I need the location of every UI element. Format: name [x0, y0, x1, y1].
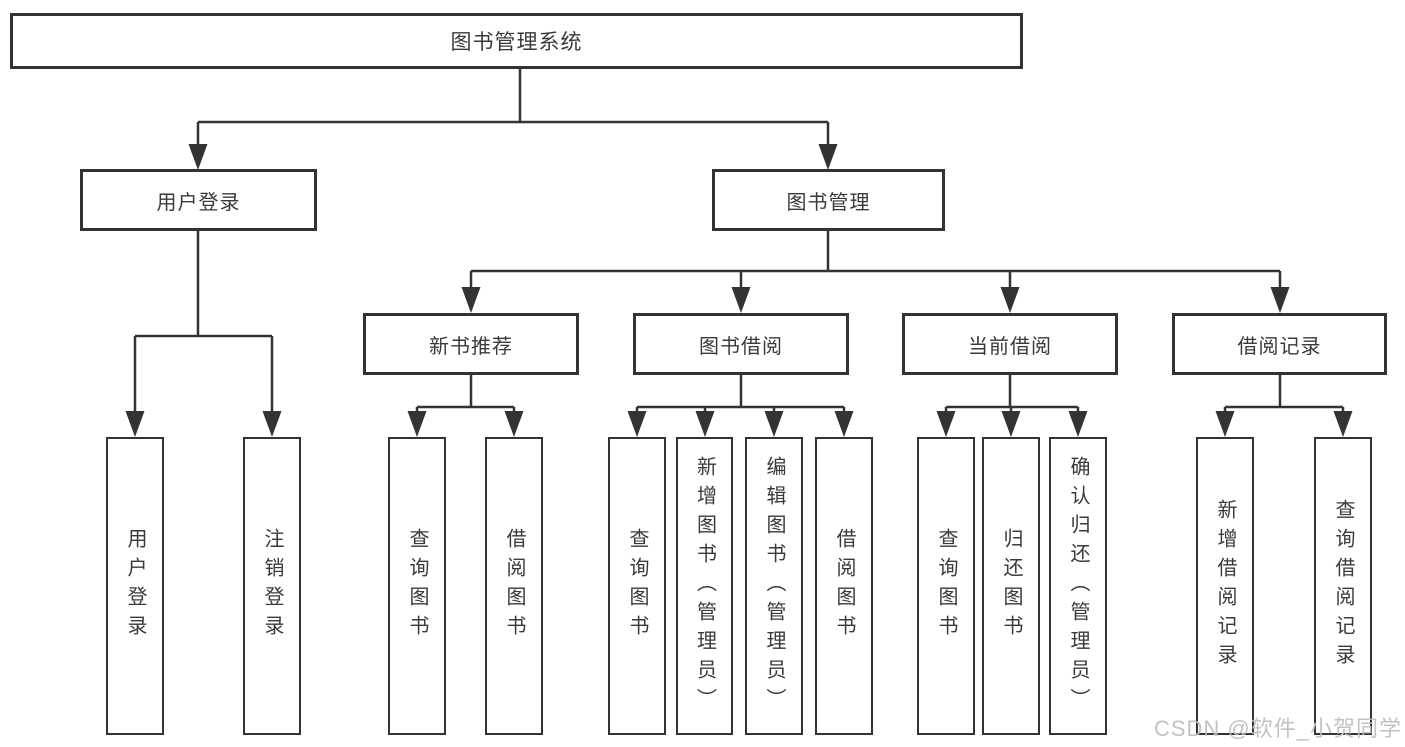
leaf-borrowing-query-books: 查询图书 [608, 437, 666, 735]
node-library-system: 图书管理系统 [10, 13, 1023, 69]
node-label: 查询图书 [626, 528, 648, 644]
arrowheads [125, 144, 1353, 437]
csdn-watermark: CSDN @软件_小贺同学 [1153, 716, 1402, 741]
node-label: 借阅图书 [833, 528, 855, 644]
leaf-recommend-query-books: 查询图书 [388, 437, 446, 735]
leaf-user-login: 用户登录 [106, 437, 164, 735]
leaf-recommend-borrow-books: 借阅图书 [485, 437, 543, 735]
node-book-borrowing: 图书借阅 [633, 313, 849, 375]
node-label: 新书推荐 [429, 335, 513, 358]
node-label: 当前借阅 [968, 335, 1052, 358]
node-label: 查询图书 [935, 528, 957, 644]
node-label: 新增借阅记录 [1214, 499, 1236, 673]
node-label: 归还图书 [1000, 528, 1022, 644]
leaf-borrowing-edit-book-admin: 编辑图书（管理员） [745, 437, 803, 735]
leaf-borrowing-borrow-books: 借阅图书 [815, 437, 873, 735]
node-label: 图书管理系统 [450, 31, 583, 54]
node-label: 注销登录 [261, 528, 283, 644]
node-label: 图书管理 [786, 191, 871, 214]
node-book-management: 图书管理 [712, 169, 945, 231]
leaf-records-query-record: 查询借阅记录 [1314, 437, 1372, 735]
node-current-borrowing: 当前借阅 [902, 313, 1118, 375]
leaf-borrowing-add-book-admin: 新增图书（管理员） [676, 437, 733, 735]
node-label: 查询借阅记录 [1332, 499, 1354, 673]
node-label: 用户登录 [124, 528, 146, 644]
node-borrowing-records: 借阅记录 [1172, 313, 1387, 375]
leaf-records-add-record: 新增借阅记录 [1196, 437, 1254, 735]
leaf-logout: 注销登录 [243, 437, 301, 735]
node-label: 新增图书（管理员） [693, 455, 716, 717]
node-label: 用户登录 [156, 191, 241, 214]
leaf-current-query-books: 查询图书 [917, 437, 975, 735]
node-label: 确认归还（管理员） [1067, 455, 1089, 717]
node-label: 借阅图书 [503, 528, 525, 644]
leaf-current-confirm-return-admin: 确认归还（管理员） [1049, 437, 1107, 735]
node-user-login: 用户登录 [80, 169, 317, 231]
leaf-current-return-books: 归还图书 [982, 437, 1040, 735]
node-label: 借阅记录 [1237, 335, 1322, 358]
node-label: 编辑图书（管理员） [763, 455, 785, 717]
node-label: 图书借阅 [699, 335, 783, 358]
node-new-book-recommendation: 新书推荐 [363, 313, 579, 375]
node-label: 查询图书 [406, 528, 428, 644]
